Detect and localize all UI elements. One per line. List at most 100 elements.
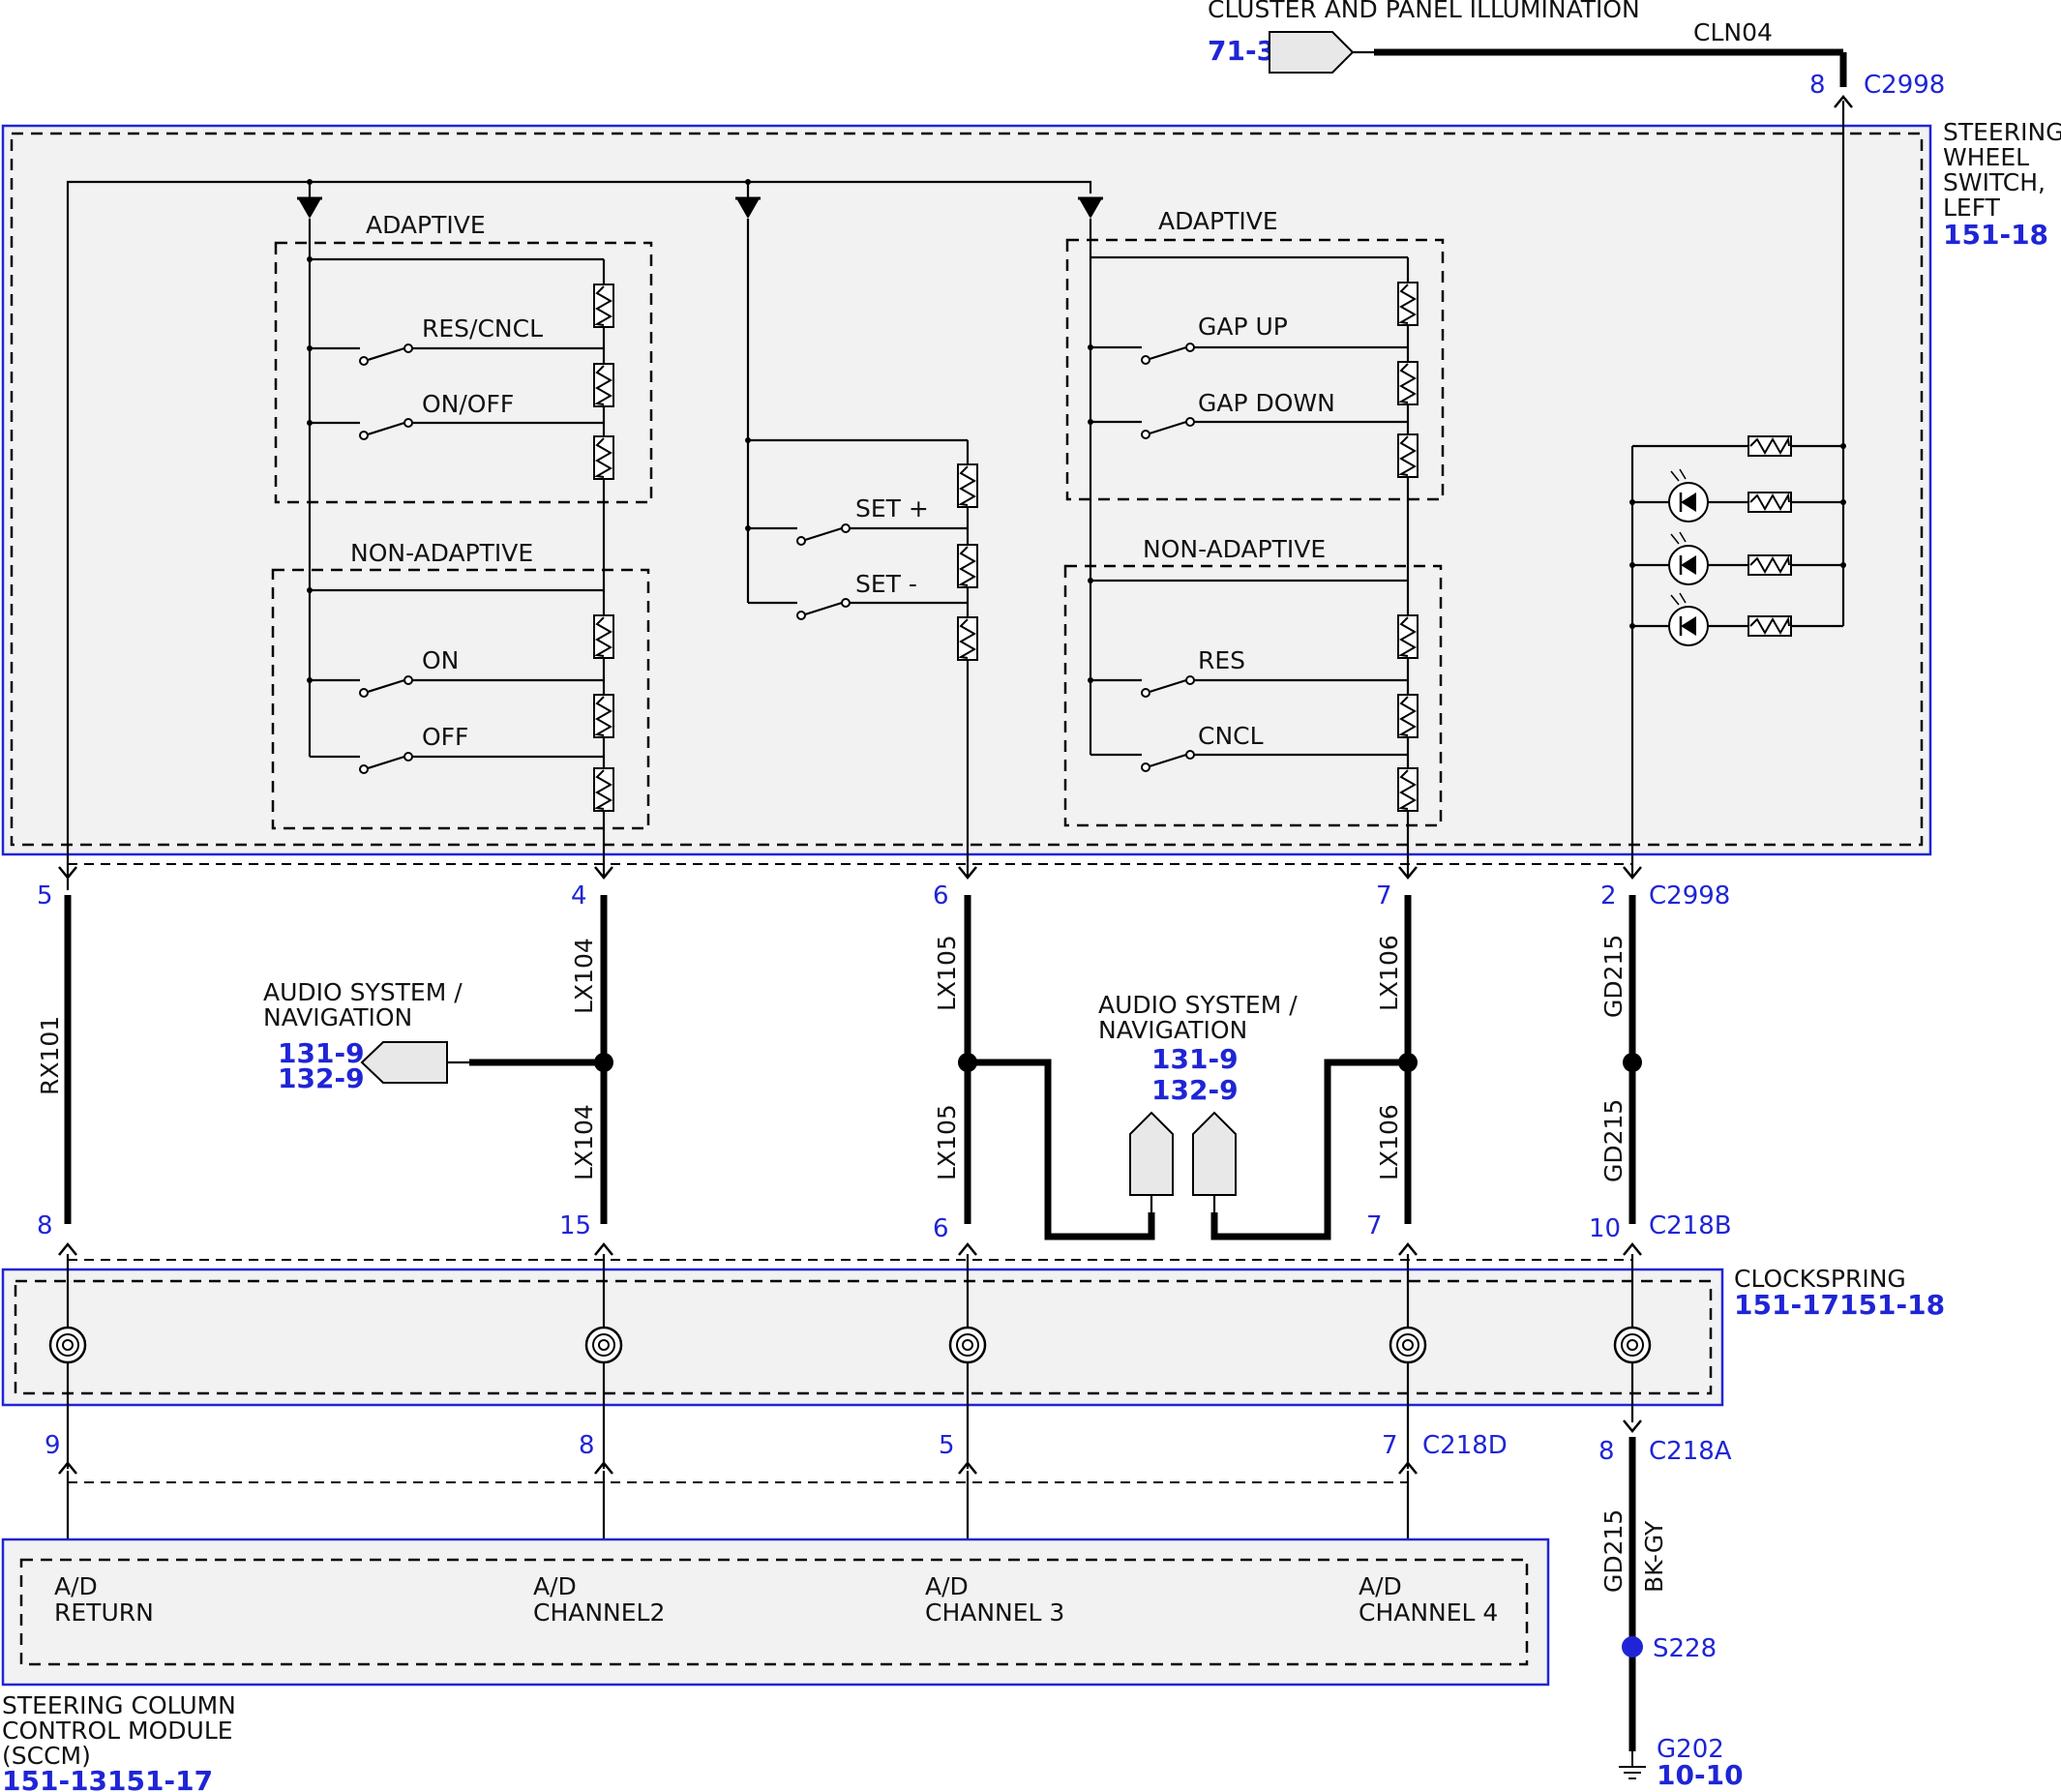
resistor-icon (1397, 767, 1419, 812)
clockspring-name: CLOCKSPRING (1734, 1265, 1906, 1293)
ad-ch3-1: A/D (925, 1572, 969, 1600)
cluster-illumination-feed: CLUSTER AND PANEL ILLUMINATION 71-3 CLN0… (1208, 0, 1945, 109)
cluster-ref[interactable]: 71-3 (1208, 35, 1275, 67)
left-adaptive-box (274, 241, 653, 504)
resistor-icon (593, 363, 614, 407)
lx105-lower-label: LX105 (933, 1104, 961, 1180)
swsl-name-3: SWITCH, (1943, 168, 2046, 196)
c218b-label: C218B (1649, 1211, 1732, 1240)
clockspring-coil-icon (1613, 1326, 1652, 1364)
swsl-name-1: STEERING (1943, 118, 2061, 146)
s228-label: S228 (1653, 1634, 1717, 1663)
gd215-lower-label: GD215 (1599, 1099, 1628, 1182)
sccm-ref[interactable]: 151-13151-17 (2, 1765, 213, 1792)
connector-arrow-icon (1397, 1242, 1419, 1257)
pin-5: 5 (939, 1431, 955, 1460)
lx104-lower-label: LX104 (570, 1104, 598, 1180)
off-label: OFF (422, 723, 468, 751)
pin-8: 8 (37, 1211, 53, 1240)
ad-ch4-2: CHANNEL 4 (1359, 1598, 1498, 1627)
resistor-icon (957, 544, 978, 588)
audio-connector-icon (360, 1041, 448, 1084)
ad-return-1: A/D (54, 1572, 98, 1600)
lx106-lower-label: LX106 (1375, 1104, 1403, 1180)
resistor-icon (593, 284, 614, 328)
audio-navigation-left: AUDIO SYSTEM / NAVIGATION 131-9 132-9 (263, 978, 469, 1094)
audio-mid-ref2[interactable]: 132-9 (1151, 1074, 1239, 1106)
g202-ref[interactable]: 10-10 (1657, 1759, 1744, 1791)
ground-icon (1619, 1751, 1646, 1779)
pin-8: 8 (579, 1431, 595, 1460)
set-minus-label: SET - (855, 570, 917, 598)
pin-2: 2 (1600, 881, 1617, 911)
diode-right-icon (1078, 196, 1103, 219)
clockspring-coil-icon (1389, 1326, 1427, 1364)
cluster-connector-icon (1269, 31, 1355, 74)
gd215-upper-label: GD215 (1599, 935, 1628, 1018)
resistor-icon (1747, 615, 1792, 637)
ad-ch4-1: A/D (1359, 1572, 1402, 1600)
sccm-outline (1, 1538, 1550, 1687)
c2998-label: C2998 (1649, 881, 1730, 911)
steering-column-control-module: A/D RETURN A/D CHANNEL2 A/D CHANNEL 3 A/… (1, 1538, 1550, 1792)
audio-left-line1: AUDIO SYSTEM / (263, 978, 463, 1006)
audio-left-line2: NAVIGATION (263, 1003, 412, 1031)
right-adaptive-box (1065, 238, 1445, 501)
pin-4: 4 (571, 881, 587, 911)
gd215-ground-label: GD215 (1599, 1509, 1628, 1593)
bk-gy-label: BK-GY (1640, 1520, 1668, 1593)
resistor-icon (1397, 614, 1419, 659)
left-adaptive-label: ADAPTIVE (366, 211, 486, 239)
rx101-label: RX101 (36, 1016, 64, 1095)
cln04-label: CLN04 (1693, 18, 1773, 46)
resistor-icon (593, 435, 614, 480)
clockspring-outline (1, 1268, 1724, 1407)
steering-wheel-switch-left: STEERING WHEEL SWITCH, LEFT 151-18 ADAPT… (1, 101, 2061, 890)
clockspring-coil-icon (584, 1326, 623, 1364)
swsl-ref[interactable]: 151-18 (1943, 219, 2048, 251)
right-nonadaptive-box (1063, 564, 1443, 827)
gap-up-label: GAP UP (1198, 313, 1288, 341)
clockspring-coil-icon (948, 1326, 987, 1364)
cluster-label: CLUSTER AND PANEL ILLUMINATION (1208, 0, 1640, 23)
ad-ch2-2: CHANNEL2 (533, 1598, 665, 1627)
ad-return-2: RETURN (54, 1598, 154, 1627)
clockspring-inner (14, 1279, 1713, 1395)
lx104-upper-label: LX104 (570, 938, 598, 1014)
connector-arrow-icon (57, 1242, 78, 1257)
on-off-label: ON/OFF (422, 390, 514, 418)
res-cncl-label: RES/CNCL (422, 314, 543, 343)
audio-mid-ref1[interactable]: 131-9 (1151, 1043, 1239, 1075)
right-nonadaptive-label: NON-ADAPTIVE (1143, 535, 1326, 563)
pin-10: 10 (1589, 1214, 1621, 1243)
diode-left-icon (297, 196, 322, 219)
pin-8-c2998: 8 (1809, 71, 1826, 100)
resistor-icon (957, 616, 978, 661)
lx105-upper-label: LX105 (933, 935, 961, 1011)
c2998-connector: 5 4 6 7 2 C2998 (37, 863, 1730, 911)
pin-8-c218a: 8 (1598, 1437, 1615, 1466)
sccm-name-2: CONTROL MODULE (2, 1717, 233, 1745)
resistor-icon (593, 694, 614, 738)
audio-left-ref1[interactable]: 131-9 (278, 1037, 365, 1069)
cncl-label: CNCL (1198, 722, 1264, 750)
left-nonadaptive-label: NON-ADAPTIVE (350, 539, 533, 567)
gap-down-label: GAP DOWN (1198, 389, 1335, 417)
sccm-name-3: (SCCM) (2, 1742, 91, 1770)
audio-mid-line2: NAVIGATION (1098, 1016, 1247, 1044)
audio-mid-line1: AUDIO SYSTEM / (1098, 991, 1298, 1019)
connector-arrow-icon (957, 1242, 978, 1257)
c218d-label: C218D (1422, 1431, 1508, 1460)
lx106-upper-label: LX106 (1375, 935, 1403, 1011)
resistor-icon (1397, 282, 1419, 326)
pin-7: 7 (1366, 1211, 1383, 1240)
ad-ch2-1: A/D (533, 1572, 577, 1600)
clockspring-ref[interactable]: 151-17151-18 (1734, 1289, 1945, 1321)
connector-arrow-icon (593, 1242, 614, 1257)
resistor-icon (1397, 361, 1419, 405)
resistor-icon (1747, 554, 1792, 576)
audio-left-ref2[interactable]: 132-9 (278, 1062, 365, 1094)
c218a-label: C218A (1649, 1437, 1732, 1466)
diode-mid-icon (735, 196, 761, 219)
